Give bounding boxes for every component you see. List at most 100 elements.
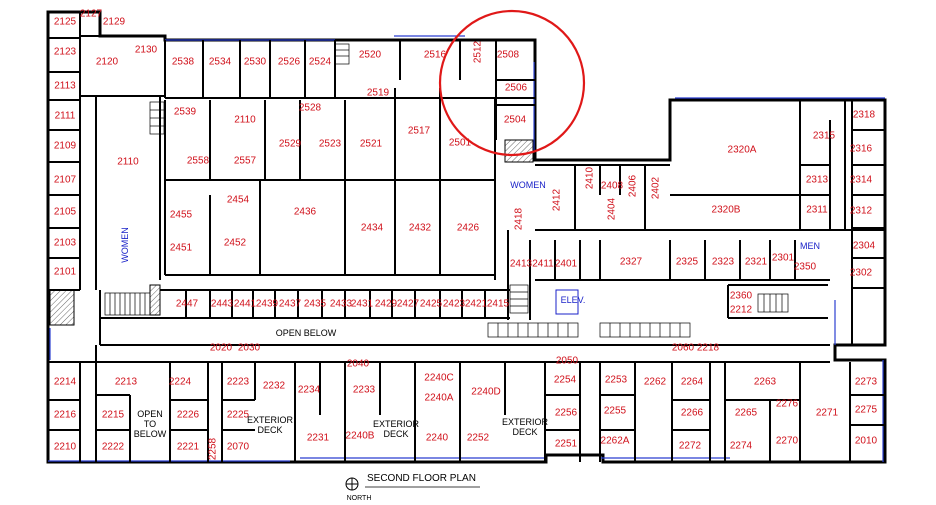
room-label: 2265 [735, 408, 758, 419]
room-label: 2105 [54, 207, 77, 218]
room-label: 2224 [169, 377, 192, 388]
room-label: 2520 [359, 50, 382, 61]
plan-title: SECOND FLOOR PLAN [367, 473, 476, 484]
room-label: 2558 [187, 156, 210, 167]
room-label: 2270 [776, 436, 799, 447]
room-label: 2273 [855, 377, 878, 388]
room-label: 2404 [607, 197, 618, 220]
elevator-box [555, 289, 579, 315]
room-label: 2264 [681, 377, 704, 388]
room-label: 2272 [679, 441, 702, 452]
room-label: 2258 [208, 437, 219, 460]
room-label: 2213 [115, 377, 138, 388]
room-label: 2318 [853, 110, 876, 121]
room-label: 2538 [172, 57, 195, 68]
building-walls [46, 10, 887, 464]
room-label: 2010 [855, 436, 878, 447]
room-label: 2103 [54, 238, 77, 249]
room-label: 2262 [644, 377, 667, 388]
interior-walls [48, 12, 885, 462]
room-label: 2526 [278, 57, 301, 68]
room-label: 2302 [850, 268, 873, 279]
room-label: 2427 [397, 299, 420, 310]
room-label: 2432 [409, 223, 432, 234]
room-label: 2412 [552, 188, 563, 211]
stairs [104, 43, 789, 338]
room-label: 2240C [424, 373, 453, 384]
room-label: 2312 [850, 206, 873, 217]
room-label: 2311 [806, 205, 828, 216]
north-label: NORTH [347, 495, 372, 502]
room-label: 2523 [319, 139, 342, 150]
room-label: 2225 [227, 410, 250, 421]
highlight-circle [438, 9, 586, 157]
room-label: 2301 [772, 253, 795, 264]
room-label: 2402 [651, 176, 662, 199]
room-label: 2441 [234, 299, 257, 310]
room-label: 2263 [754, 377, 777, 388]
room-label: 2401 [555, 259, 578, 270]
room-label: 2212 [730, 305, 753, 316]
room-label: 2271 [816, 408, 839, 419]
room-label: 2125 [54, 17, 77, 28]
room-label: 2109 [54, 141, 77, 152]
room-label: 2437 [279, 299, 302, 310]
room-label: 2325 [676, 257, 699, 268]
room-label: 2020 [210, 343, 233, 354]
room-labels: 2125212721292123212021302113211121092107… [54, 9, 878, 460]
room-label: 2234 [298, 385, 321, 396]
women-restroom-label: WOMEN [510, 180, 546, 190]
room-label: 2233 [353, 385, 376, 396]
room-label: 2255 [604, 406, 627, 417]
room-label: 2435 [304, 299, 327, 310]
room-label: 2240D [471, 387, 500, 398]
room-label: 2316 [850, 144, 873, 155]
room-label: 2231 [307, 433, 330, 444]
room-label: 2528 [299, 103, 322, 114]
room-label: 2252 [467, 433, 490, 444]
north-arrow [345, 477, 359, 491]
room-label: 2321 [745, 257, 768, 268]
room-label: 2406 [628, 174, 639, 197]
room-label: 2431 [351, 299, 374, 310]
room-label: 2418 [514, 207, 525, 230]
room-label: 2110 [117, 157, 139, 168]
room-label: 2350 [794, 262, 817, 273]
room-label: 2411 [532, 259, 554, 270]
room-label: 2210 [54, 442, 77, 453]
room-label: 2130 [135, 45, 158, 56]
room-label: 2501 [449, 138, 472, 149]
room-label: 2327 [620, 257, 643, 268]
room-label: 2447 [176, 299, 199, 310]
room-label: 2313 [806, 175, 829, 186]
room-label: 2434 [361, 223, 384, 234]
room-label: 2266 [681, 408, 704, 419]
room-label: 2221 [177, 442, 200, 453]
room-label: 2410 [585, 166, 596, 189]
room-label: 2123 [54, 47, 77, 58]
room-label: 2240B [346, 431, 375, 442]
room-label: 2226 [177, 410, 200, 421]
room-label: 2254 [554, 375, 577, 386]
room-label: 2421 [465, 299, 488, 310]
room-label: 2443 [211, 299, 234, 310]
room-label: 2452 [224, 238, 247, 249]
room-label: 2127 [80, 9, 103, 20]
room-label: 2320A [728, 145, 757, 156]
room-label: 2274 [730, 441, 753, 452]
room-label: 2529 [279, 139, 302, 150]
room-label: 2413 [510, 259, 533, 270]
room-label: 2516 [424, 50, 447, 61]
room-label: 2454 [227, 195, 250, 206]
room-label: 2451 [170, 243, 193, 254]
room-label: 2455 [170, 210, 193, 221]
room-label: 2360 [730, 291, 753, 302]
room-label: 2120 [96, 57, 119, 68]
room-label: 2240A [425, 393, 454, 404]
elevator-label: ELEV. [561, 295, 586, 305]
room-label: 2111 [55, 111, 76, 122]
